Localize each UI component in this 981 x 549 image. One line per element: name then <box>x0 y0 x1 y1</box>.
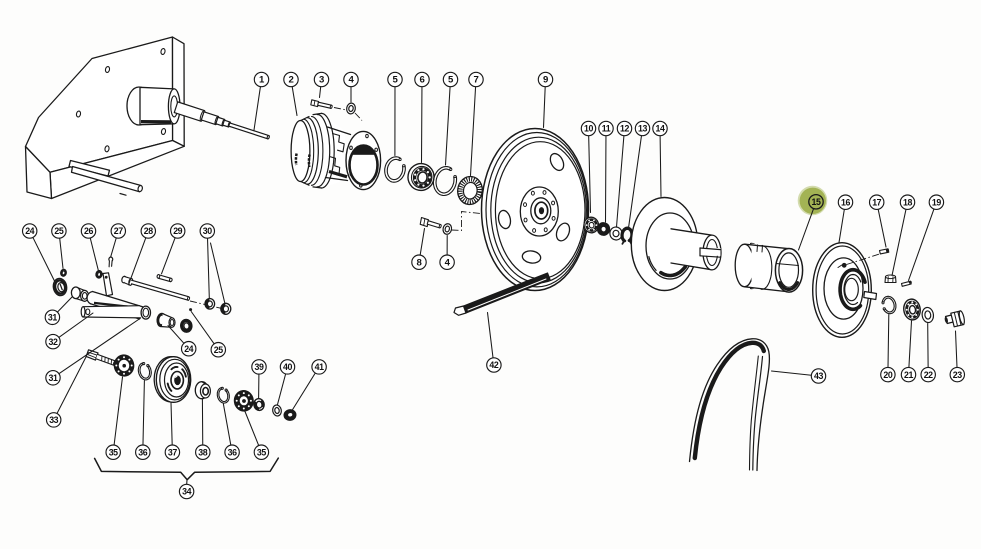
svg-text:10: 10 <box>584 124 593 134</box>
svg-text:21: 21 <box>904 370 913 380</box>
svg-text:33: 33 <box>49 415 58 425</box>
svg-text:5: 5 <box>393 75 399 86</box>
svg-text:35: 35 <box>109 447 118 457</box>
svg-text:34: 34 <box>182 487 191 497</box>
svg-text:32: 32 <box>49 337 58 347</box>
svg-text:31: 31 <box>48 313 57 323</box>
svg-text:38: 38 <box>198 447 207 457</box>
svg-text:31: 31 <box>49 373 58 383</box>
svg-text:25: 25 <box>214 345 223 355</box>
svg-text:5: 5 <box>448 75 454 86</box>
svg-text:11: 11 <box>602 124 611 134</box>
svg-text:22: 22 <box>924 370 933 380</box>
svg-text:35: 35 <box>257 447 266 457</box>
svg-text:23: 23 <box>953 370 962 380</box>
svg-text:3: 3 <box>319 75 324 86</box>
svg-text:30: 30 <box>203 226 212 236</box>
svg-text:16: 16 <box>841 197 850 207</box>
svg-text:40: 40 <box>283 362 292 372</box>
svg-text:8: 8 <box>417 257 423 268</box>
svg-text:18: 18 <box>903 197 912 207</box>
svg-text:7: 7 <box>474 75 479 86</box>
svg-text:36: 36 <box>228 447 237 457</box>
svg-text:26: 26 <box>84 226 93 236</box>
svg-text:24: 24 <box>184 344 193 354</box>
svg-text:14: 14 <box>656 124 665 134</box>
svg-text:13: 13 <box>638 124 647 134</box>
svg-text:41: 41 <box>315 362 324 372</box>
svg-text:4: 4 <box>445 257 451 268</box>
svg-text:2: 2 <box>289 75 294 86</box>
svg-text:4: 4 <box>349 75 355 86</box>
svg-text:20: 20 <box>883 370 892 380</box>
svg-text:27: 27 <box>114 226 123 236</box>
svg-text:36: 36 <box>138 447 147 457</box>
svg-text:24: 24 <box>25 226 34 236</box>
svg-text:39: 39 <box>255 362 264 372</box>
svg-text:6: 6 <box>420 75 425 86</box>
svg-text:25: 25 <box>54 226 63 236</box>
svg-text:12: 12 <box>620 124 629 134</box>
svg-text:28: 28 <box>144 226 153 236</box>
svg-text:15: 15 <box>812 197 821 207</box>
svg-text:29: 29 <box>173 226 182 236</box>
svg-text:19: 19 <box>932 197 941 207</box>
svg-text:37: 37 <box>168 447 177 457</box>
svg-text:43: 43 <box>814 371 823 381</box>
svg-text:1: 1 <box>259 75 265 86</box>
svg-text:17: 17 <box>872 197 881 207</box>
svg-text:9: 9 <box>543 75 548 86</box>
svg-text:42: 42 <box>489 360 498 370</box>
